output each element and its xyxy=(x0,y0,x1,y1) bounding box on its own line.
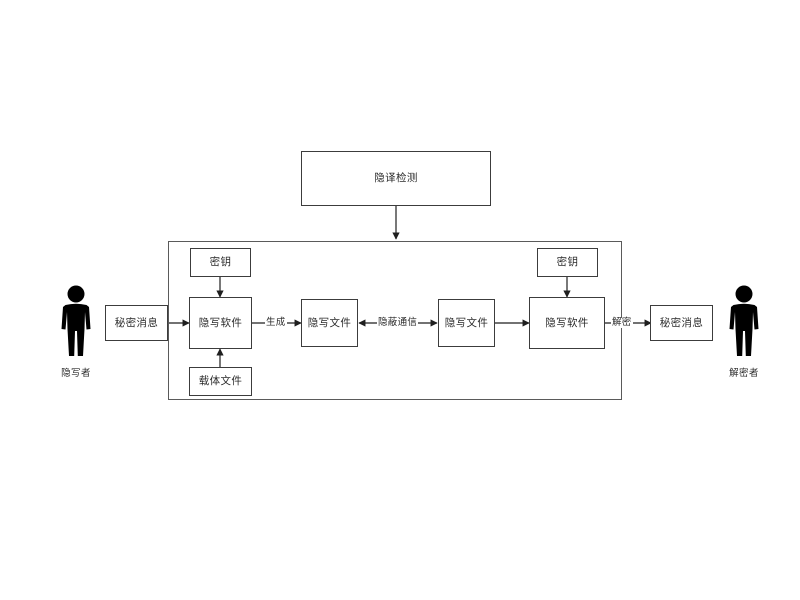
node-carrier-file[interactable]: 载体文件 xyxy=(189,367,252,396)
node-label: 秘密消息 xyxy=(114,316,159,329)
actor-receiver-label: 解密者 xyxy=(729,368,759,379)
node-label: 隐译检测 xyxy=(374,172,418,185)
node-label: 密钥 xyxy=(556,256,579,269)
node-stego-software-left[interactable]: 隐写软件 xyxy=(189,297,252,349)
node-label: 隐写软件 xyxy=(198,316,243,329)
edge-label-covert-communication: 隐蔽通信 xyxy=(377,317,419,328)
node-key-right[interactable]: 密钥 xyxy=(537,248,598,277)
node-label: 隐写文件 xyxy=(444,316,489,329)
node-label: 隐写文件 xyxy=(307,316,352,329)
node-stego-software-right[interactable]: 隐写软件 xyxy=(529,297,605,349)
node-key-left[interactable]: 密钥 xyxy=(190,248,251,277)
node-stego-file-left[interactable]: 隐写文件 xyxy=(301,299,358,347)
node-steganalysis-detection[interactable]: 隐译检测 xyxy=(301,151,491,206)
node-label: 载体文件 xyxy=(198,375,243,388)
node-secret-message-right[interactable]: 秘密消息 xyxy=(650,305,713,341)
node-secret-message-left[interactable]: 秘密消息 xyxy=(105,305,168,341)
node-label: 密钥 xyxy=(209,256,232,269)
edge-label-decrypt: 解密 xyxy=(611,317,633,328)
node-stego-file-right[interactable]: 隐写文件 xyxy=(438,299,495,347)
node-label: 秘密消息 xyxy=(659,316,704,329)
actor-sender-label: 隐写者 xyxy=(61,368,91,379)
person-icon xyxy=(729,285,759,356)
node-label: 隐写软件 xyxy=(545,316,589,329)
edge-label-generate: 生成 xyxy=(265,317,287,328)
person-icon xyxy=(61,285,91,356)
